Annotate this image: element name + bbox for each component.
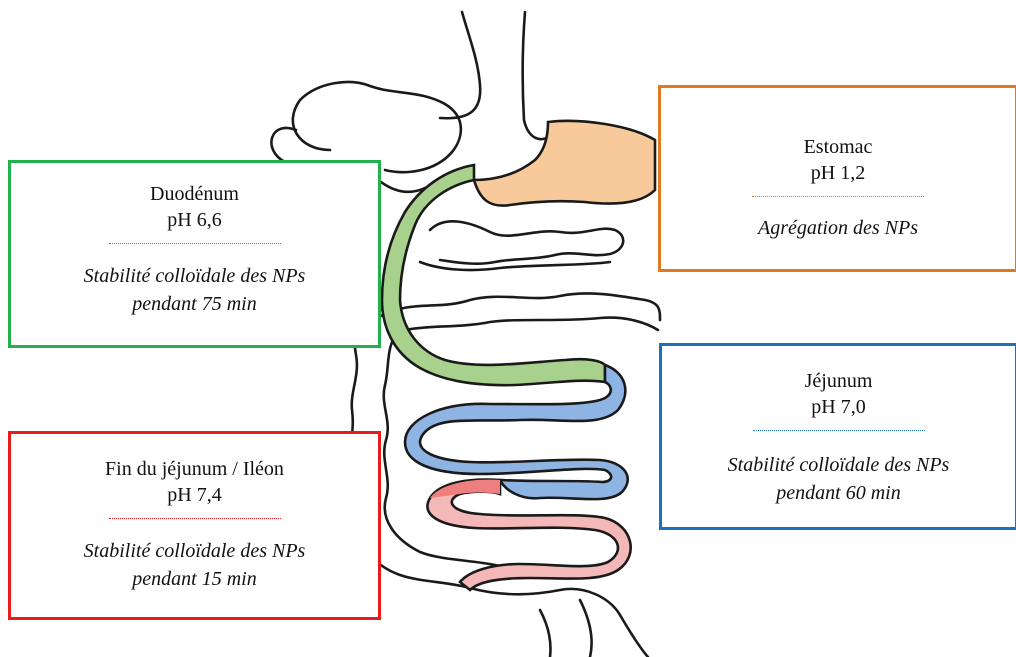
- rectum-outline-2: [580, 600, 592, 657]
- stomach-ph: pH 1,2: [661, 160, 1015, 186]
- stomach-note-line1: Agrégation des NPs: [661, 214, 1015, 242]
- ileum-note-line2: pendant 15 min: [11, 565, 378, 593]
- jejunum-box: Jéjunum pH 7,0 Stabilité colloïdale des …: [659, 343, 1016, 530]
- stomach-box: Estomac pH 1,2 Agrégation des NPs: [658, 85, 1016, 272]
- duodenum-name: Duodénum: [11, 181, 378, 207]
- stomach-note: Agrégation des NPs: [661, 214, 1015, 242]
- jejunum-separator: [753, 430, 925, 431]
- pancreas-lower-outline: [420, 262, 610, 270]
- duodenum-box: Duodénum pH 6,6 Stabilité colloïdale des…: [8, 160, 381, 348]
- colon-outline-top: [381, 293, 660, 320]
- esophagus-outline: [440, 12, 480, 118]
- ileum-name: Fin du jéjunum / Iléon: [11, 456, 378, 482]
- jejunum-note: Stabilité colloïdale des NPs pendant 60 …: [662, 451, 1015, 507]
- jejunum-note-line2: pendant 60 min: [662, 479, 1015, 507]
- stomach-separator: [752, 196, 924, 197]
- duodenum-ph: pH 6,6: [11, 207, 378, 233]
- rectum-outline: [540, 610, 551, 657]
- ileum-note-line1: Stabilité colloïdale des NPs: [11, 537, 378, 565]
- gallbladder-outline: [381, 182, 425, 192]
- pancreas-outline: [430, 221, 623, 263]
- ileum-note: Stabilité colloïdale des NPs pendant 15 …: [11, 537, 378, 593]
- liver-outline: [293, 82, 461, 172]
- ileum-separator: [109, 518, 281, 519]
- stomach-name: Estomac: [661, 134, 1015, 160]
- ileum-ph: pH 7,4: [11, 482, 378, 508]
- stomach-fill: [474, 121, 655, 206]
- ileum-box: Fin du jéjunum / Iléon pH 7,4 Stabilité …: [8, 431, 381, 620]
- colon-inner-top: [405, 318, 658, 330]
- duodenum-separator: [109, 243, 281, 244]
- jejunum-name: Jéjunum: [662, 368, 1015, 394]
- duodenum-note: Stabilité colloïdale des NPs pendant 75 …: [11, 262, 378, 318]
- jejunum-ph: pH 7,0: [662, 394, 1015, 420]
- jejunum-note-line1: Stabilité colloïdale des NPs: [662, 451, 1015, 479]
- duodenum-note-line2: pendant 75 min: [11, 290, 378, 318]
- duodenum-note-line1: Stabilité colloïdale des NPs: [11, 262, 378, 290]
